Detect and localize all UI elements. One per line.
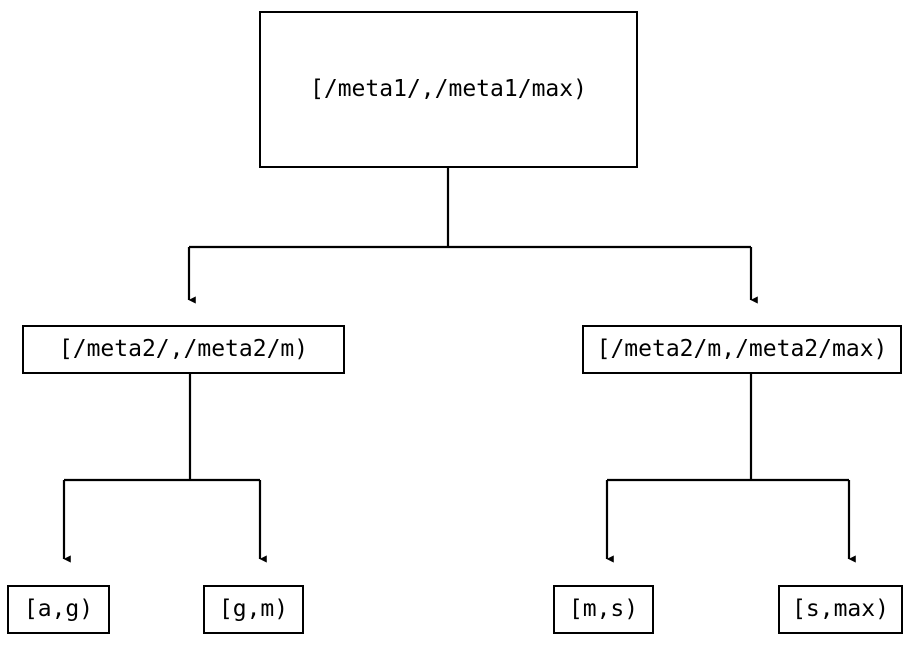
tree-node-leaf-a-g[interactable]: [a,g) bbox=[7, 585, 110, 634]
tree-node-leaf-m-s-label: [m,s) bbox=[568, 596, 639, 622]
edge-midright-to-leaves bbox=[605, 374, 856, 563]
tree-node-leaf-s-max[interactable]: [s,max) bbox=[778, 585, 903, 634]
tree-node-leaf-m-s[interactable]: [m,s) bbox=[553, 585, 654, 634]
tree-node-root-label: [/meta1/,/meta1/max) bbox=[310, 76, 587, 102]
edge-midleft-to-leaves bbox=[62, 374, 267, 563]
tree-node-mid-right-label: [/meta2/m,/meta2/max) bbox=[596, 336, 888, 362]
tree-node-leaf-g-m-label: [g,m) bbox=[218, 596, 289, 622]
tree-node-leaf-g-m[interactable]: [g,m) bbox=[203, 585, 304, 634]
tree-node-leaf-a-g-label: [a,g) bbox=[23, 596, 94, 622]
tree-node-mid-left-label: [/meta2/,/meta2/m) bbox=[58, 336, 309, 362]
tree-node-leaf-s-max-label: [s,max) bbox=[792, 596, 889, 622]
edge-root-to-mid bbox=[187, 168, 758, 304]
tree-node-mid-right[interactable]: [/meta2/m,/meta2/max) bbox=[582, 325, 902, 374]
tree-node-mid-left[interactable]: [/meta2/,/meta2/m) bbox=[22, 325, 345, 374]
tree-node-root[interactable]: [/meta1/,/meta1/max) bbox=[259, 11, 638, 168]
